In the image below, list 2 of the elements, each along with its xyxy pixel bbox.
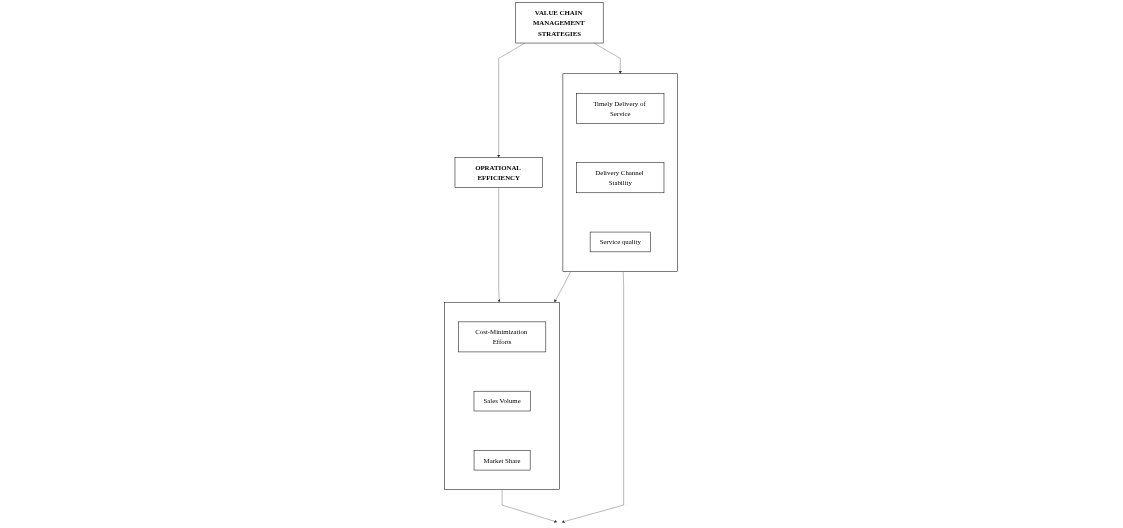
cluster [444, 302, 561, 490]
cluster [562, 73, 679, 272]
